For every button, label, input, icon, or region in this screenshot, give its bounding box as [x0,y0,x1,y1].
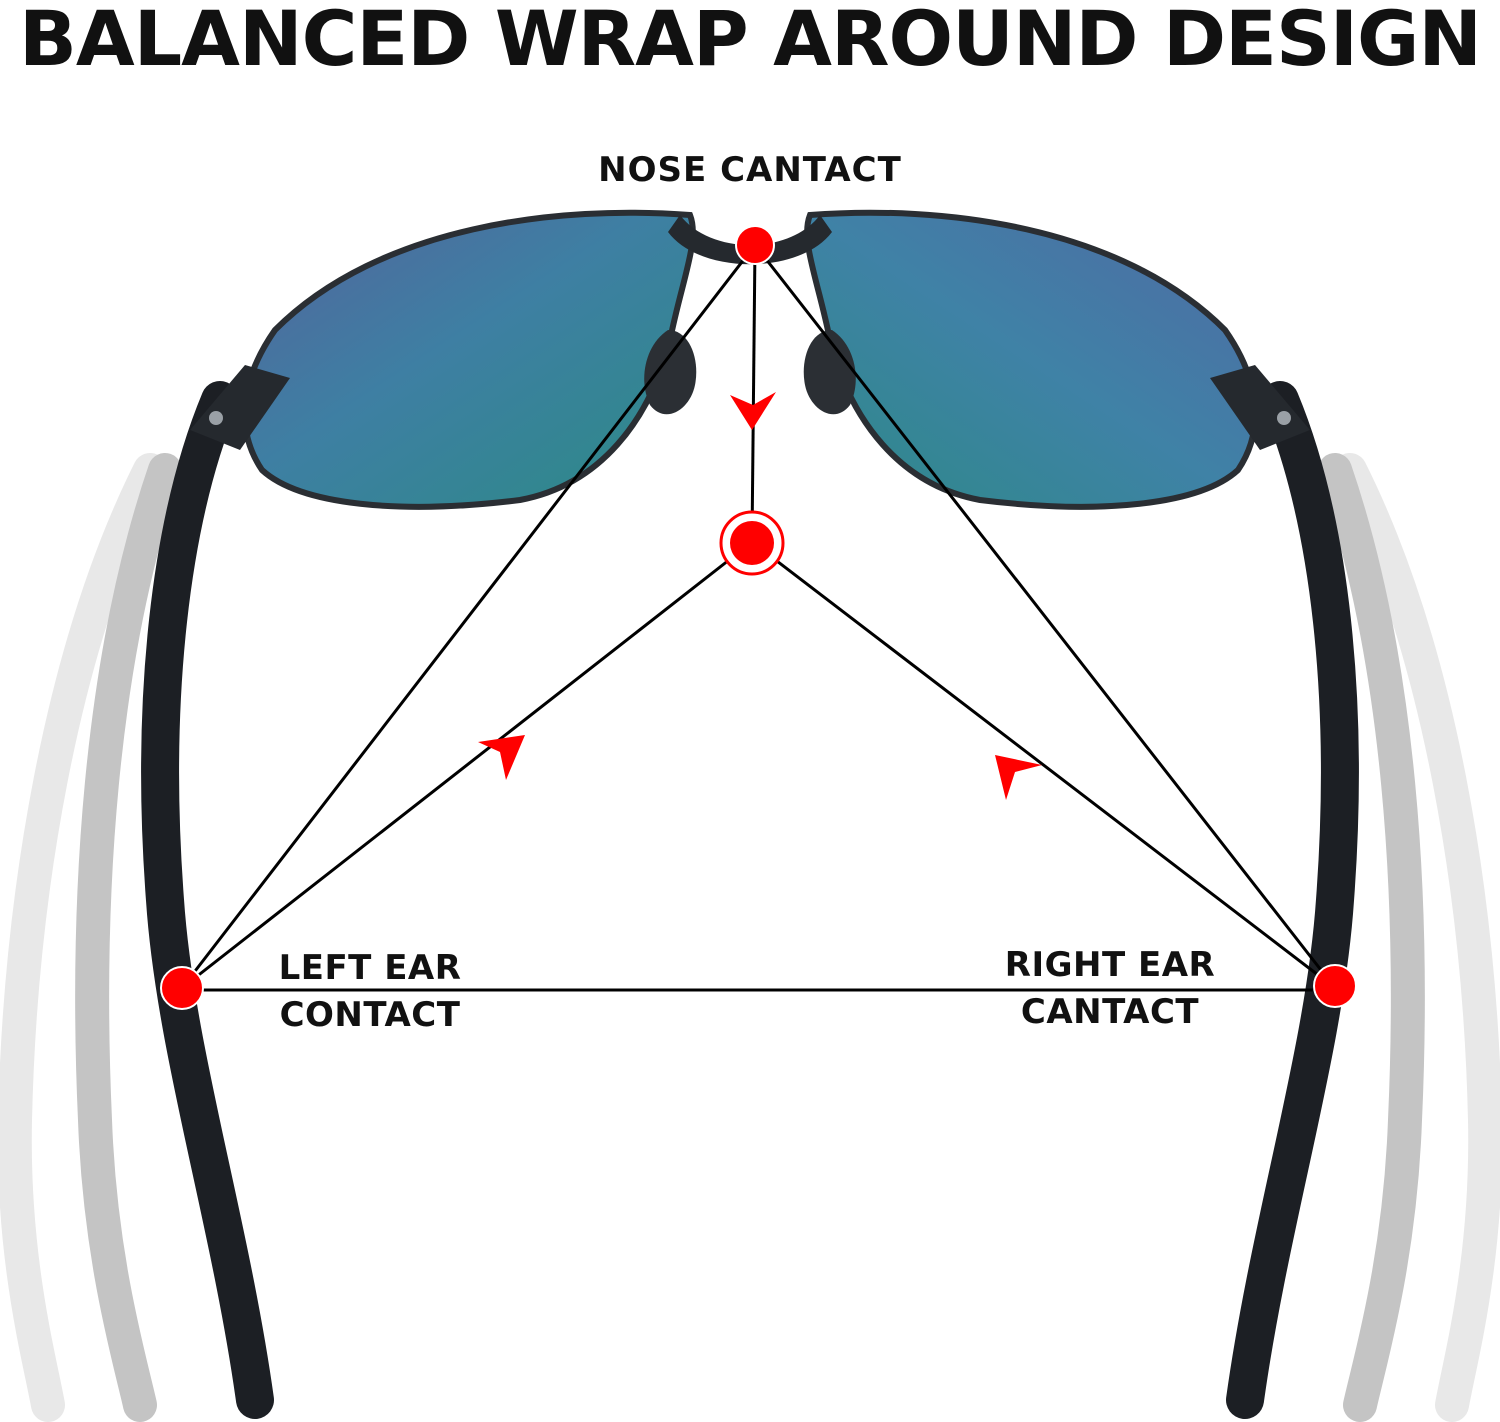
line-nose-to-center [750,244,757,543]
right-ear-contact-label: RIGHT EAR CANTACT [970,942,1250,1036]
line-nose-to-left-ear [180,244,757,989]
contact-lines [180,244,1337,992]
nose-bridge [668,215,832,265]
right-ear-contact-marker [1313,964,1357,1008]
ghost-temple-right-inner [1318,453,1425,1422]
nose-contact-label: NOSE CANTACT [598,150,902,190]
nose-pad-right [803,330,856,415]
line-nose-to-right-ear [753,244,1337,989]
hinge-left [190,365,290,450]
left-ear-label-line2: CONTACT [279,995,461,1035]
temple-right [1226,381,1359,1419]
page-title: BALANCED WRAP AROUND DESIGN [19,0,1482,83]
ghost-temple-left-outer [0,453,167,1422]
nose-contact-marker [735,225,775,265]
right-ear-label-line1: RIGHT EAR [1004,945,1216,985]
nose-pad-left [644,330,697,415]
arrow-down-icon [730,392,776,430]
ghost-temple-right-outer [1333,453,1500,1422]
center-balance-marker [719,510,785,576]
hinge-right [1210,365,1310,450]
lens-right [804,209,1259,510]
left-ear-contact-marker [160,966,204,1010]
left-ear-label-line1: LEFT EAR [278,948,462,988]
line-center-to-right-ear [751,540,1336,990]
line-center-to-left-ear [181,540,753,990]
lens-left [241,209,696,510]
arrow-up-right-icon [478,735,525,780]
right-ear-label-line2: CANTACT [1020,992,1200,1032]
ghost-temple-left-inner [75,453,182,1422]
temple-left [141,381,274,1419]
arrow-up-left-icon [995,755,1042,800]
left-ear-contact-label: LEFT EAR CONTACT [230,945,510,1039]
